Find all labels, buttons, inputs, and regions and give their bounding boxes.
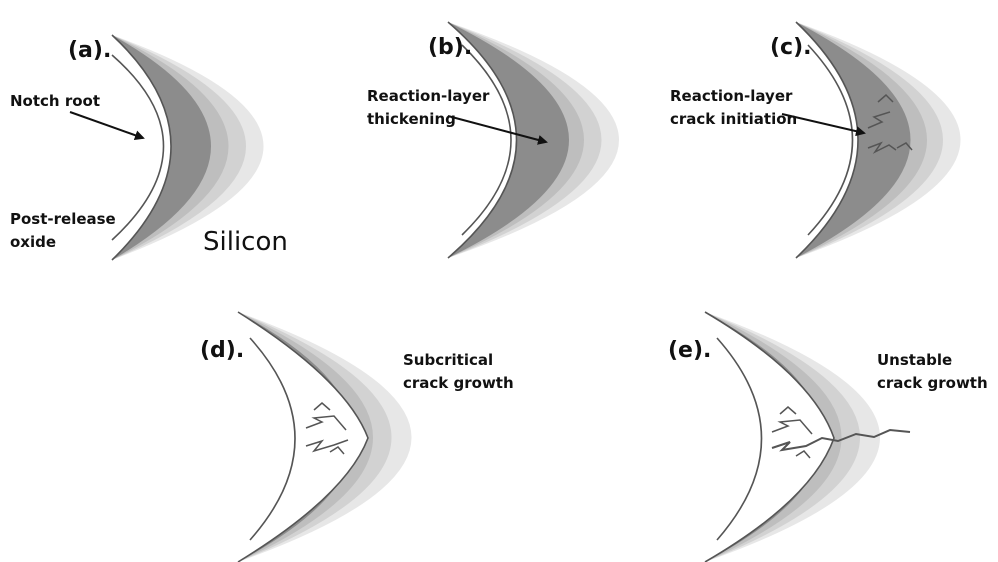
- oxide-layer: [705, 312, 834, 562]
- oxide-outer-edge: [704, 311, 835, 562]
- panel-a: (a). Notch root Post-release oxide Silic…: [10, 34, 288, 261]
- annotation-crack-growth: crack growth: [877, 374, 988, 392]
- arrow: [781, 113, 866, 137]
- annotation-silicon: Silicon: [203, 227, 288, 257]
- oxide-outer-edge: [447, 21, 518, 259]
- oxide-outer-edge: [795, 21, 859, 259]
- crack: [877, 93, 894, 103]
- notch-root-surface: [111, 54, 165, 241]
- panel-d: (d). Subcritical crack growth: [200, 311, 514, 562]
- crack: [305, 415, 347, 431]
- arrow: [69, 111, 145, 141]
- panel-c: (c). Reaction-layer crack initiation: [670, 21, 961, 259]
- notch-root-surface: [249, 337, 296, 541]
- crack: [867, 111, 891, 129]
- annotation-subcritical: Subcritical: [403, 351, 493, 369]
- panel-label: (c).: [770, 35, 812, 60]
- annotation-thickening: thickening: [367, 110, 456, 128]
- notch-root-surface: [461, 44, 512, 236]
- notch-root-surface: [807, 44, 854, 236]
- unstable-crack: [771, 428, 911, 452]
- annotation-unstable: Unstable: [877, 351, 952, 369]
- annotation-oxide: oxide: [10, 233, 56, 251]
- panel-label: (b).: [428, 35, 472, 60]
- crack: [779, 406, 797, 415]
- annotation-crack-growth: crack growth: [403, 374, 514, 392]
- crack: [313, 402, 331, 411]
- annotation-crack-initiation: crack initiation: [670, 110, 797, 128]
- annotation-post-release: Post-release: [10, 210, 116, 228]
- crack: [771, 419, 813, 435]
- crack: [896, 142, 913, 151]
- oxide-layer: [238, 312, 368, 562]
- annotation-reaction-layer: Reaction-layer: [670, 87, 793, 105]
- panel-label: (d).: [200, 338, 244, 363]
- notch-root-surface: [716, 337, 763, 541]
- panel-label: (e).: [668, 338, 711, 363]
- oxide-outer-edge: [111, 34, 172, 261]
- panel-b: (b). Reaction-layer thickening: [367, 21, 619, 259]
- panel-label: (a).: [68, 38, 111, 63]
- annotation-reaction-layer: Reaction-layer: [367, 87, 490, 105]
- panel-e: (e). Unstable crack growth: [668, 311, 988, 562]
- arrow: [447, 115, 548, 145]
- annotation-notch-root: Notch root: [10, 92, 100, 110]
- oxide-outer-edge: [237, 311, 369, 562]
- crack: [329, 446, 345, 455]
- crack: [305, 439, 349, 453]
- crack: [867, 141, 897, 154]
- crack: [795, 450, 811, 459]
